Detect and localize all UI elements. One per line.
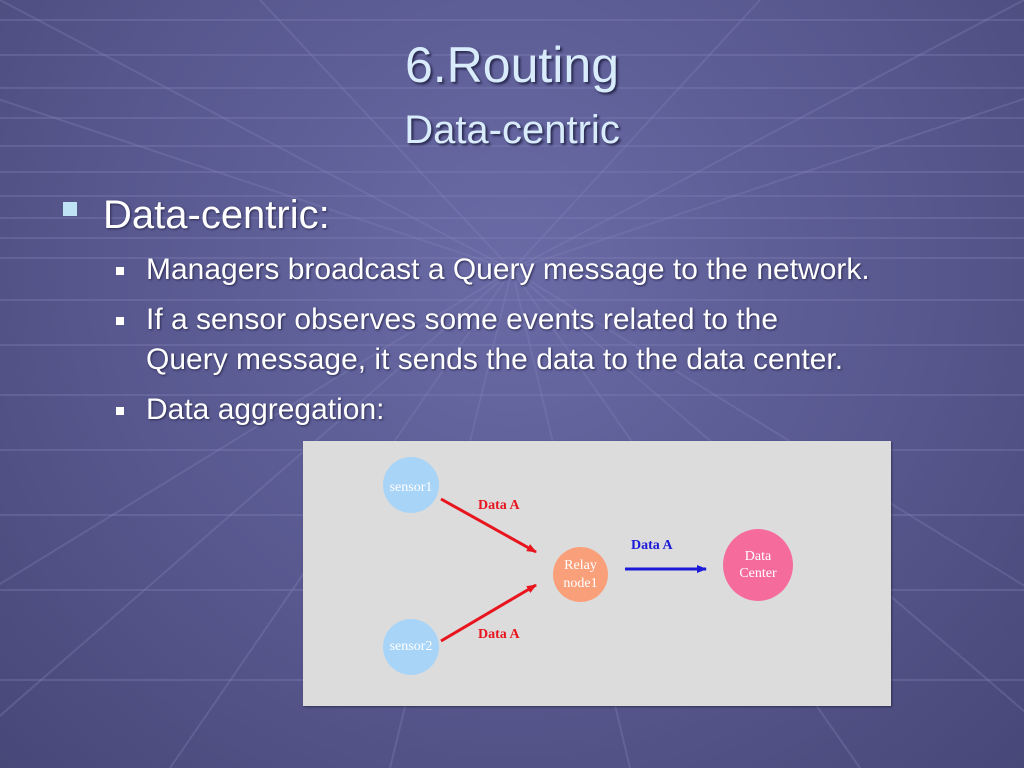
relay-label-line1: Relay [564,558,597,573]
relay-node: Relay node1 [553,547,608,602]
sub-bullet-text: Query message, it sends the data to the … [146,343,844,376]
sensor2-to-relay-arrow [440,583,537,643]
edge-label-relay: Data A [631,538,673,553]
data-center-node: Data Center [723,529,793,601]
edge-label-sensor1: Data A [478,498,520,513]
diagram-arrows [440,497,707,643]
square-bullet-icon [116,317,124,325]
data-center-label-line1: Data [744,548,772,564]
sensor1-to-relay-arrow [440,497,537,554]
sensor1-label: sensor1 [389,480,433,495]
sensor2-label: sensor2 [389,639,433,654]
main-bullet-text: Data-centric: [103,193,330,237]
sensor2-node: sensor2 [383,619,439,675]
data-center-label-line2: Center [739,566,777,581]
relay-label-line2: node1 [563,575,598,591]
square-bullet-icon [116,407,124,415]
edge-label-sensor2: Data A [478,627,520,642]
slide-subtitle: Data-centric [404,108,620,152]
aggregation-diagram: sensor1 sensor2 Relay node1 Data Center … [303,441,891,706]
sub-bullet-text: Managers broadcast a Query message to th… [146,253,870,286]
sub-bullet-text: Data aggregation: [146,393,385,426]
sub-bullet-text: If a sensor observes some events related… [146,303,779,336]
square-bullet-icon [63,202,77,216]
sensor1-node: sensor1 [383,457,439,513]
square-bullet-icon [116,267,124,275]
slide-title: 6.Routing [404,37,620,93]
